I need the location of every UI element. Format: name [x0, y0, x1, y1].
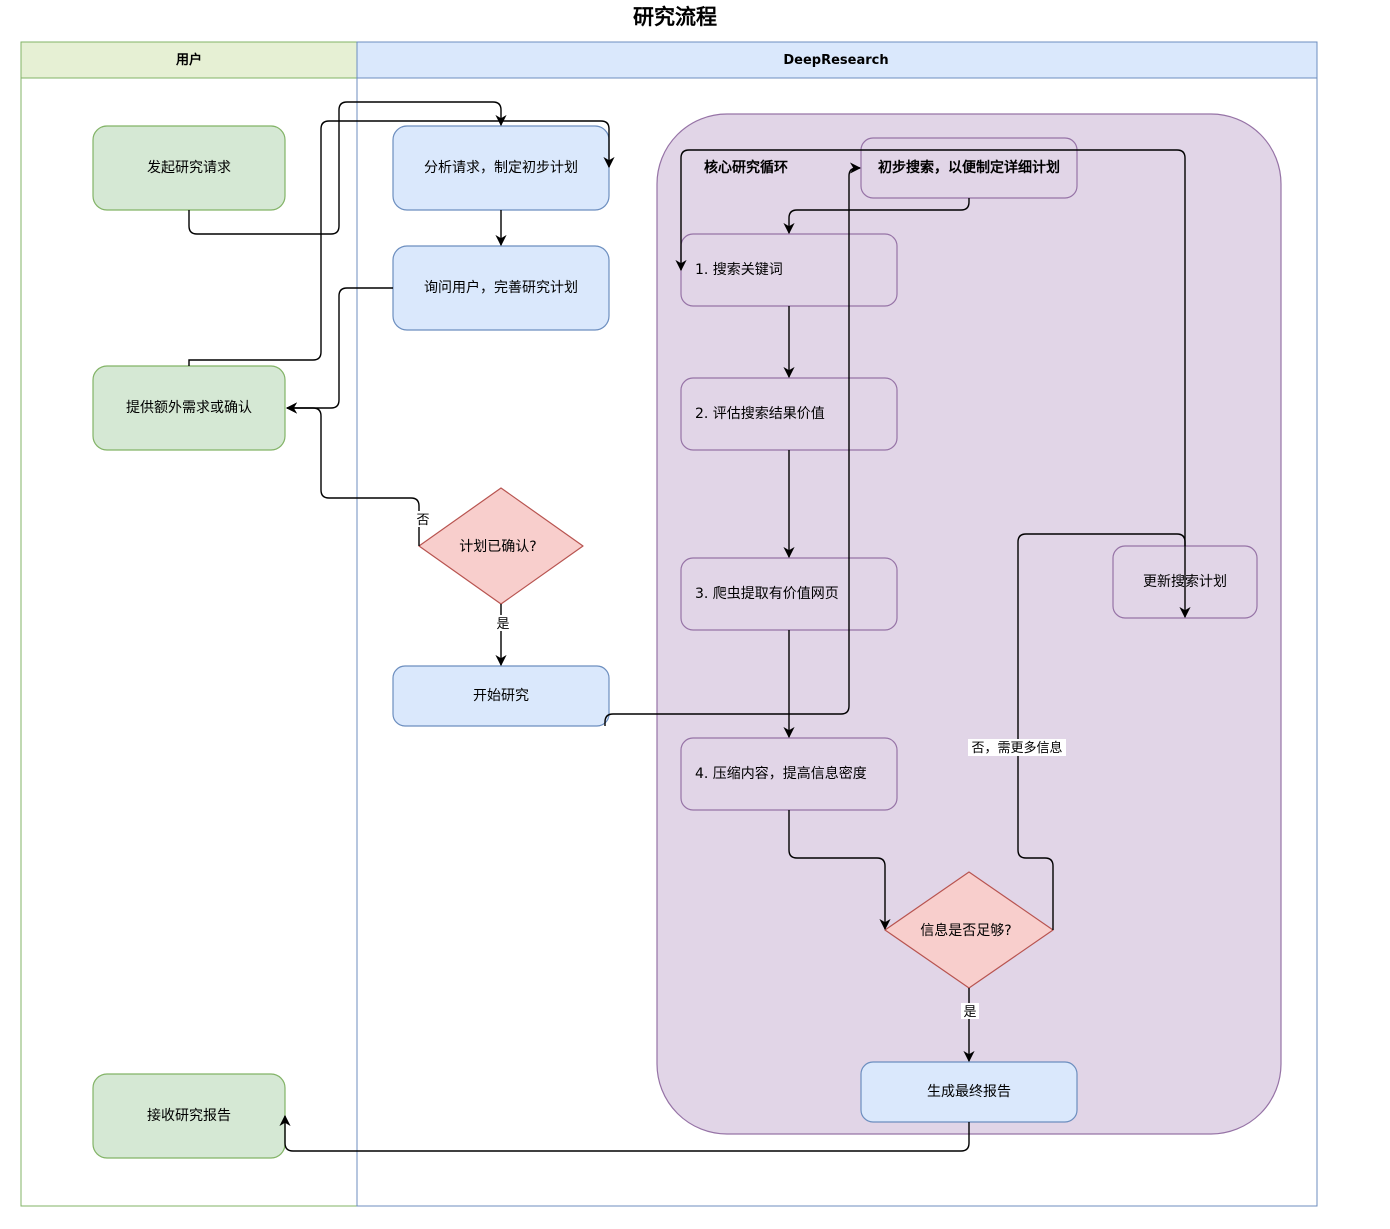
node-plan-confirmed[interactable]: 计划已确认? — [418, 487, 584, 605]
edge-start-to-initial — [604, 162, 862, 726]
edge-label-no: 否 — [414, 511, 432, 528]
node-initial-search-label: 初步搜索，以便制定详细计划 — [878, 159, 1060, 176]
edge-start-to-analyze — [188, 101, 507, 235]
edge-no-to-extra — [285, 402, 420, 546]
node-final-report[interactable]: 生成最终报告 — [860, 1061, 1078, 1123]
node-step1-label: 1. 搜索关键词 — [695, 261, 783, 278]
node-initial-search[interactable]: 初步搜索，以便制定详细计划 — [860, 137, 1078, 199]
node-step4[interactable]: 4. 压缩内容，提高信息密度 — [680, 737, 898, 811]
diagram-title: 研究流程 — [633, 5, 717, 29]
svg-text:否，需更多信息: 否，需更多信息 — [971, 740, 1062, 756]
node-receive-report[interactable]: 接收研究报告 — [92, 1073, 286, 1159]
node-enough-info-label: 信息是否足够? — [920, 922, 1011, 939]
node-plan-confirmed-label: 计划已确认? — [459, 539, 536, 555]
node-step3-label: 3. 爬虫提取有价值网页 — [695, 586, 839, 602]
edge-final-to-receive — [279, 1114, 970, 1152]
node-step3[interactable]: 3. 爬虫提取有价值网页 — [680, 557, 898, 631]
node-analyze[interactable]: 分析请求，制定初步计划 — [392, 125, 610, 211]
edge-step4-to-enough — [788, 810, 891, 931]
edge-initial-to-step1 — [783, 198, 970, 235]
node-start-research[interactable]: 开始研究 — [392, 665, 610, 727]
core-loop-label: 核心研究循环 — [704, 159, 788, 176]
lane-user: 用户 — [20, 41, 358, 1207]
node-provide-extra-label: 提供额外需求或确认 — [126, 400, 252, 416]
node-analyze-label: 分析请求，制定初步计划 — [424, 159, 578, 176]
node-start-request[interactable]: 发起研究请求 — [92, 125, 286, 211]
node-step4-label: 4. 压缩内容，提高信息密度 — [695, 765, 867, 782]
node-enough-info[interactable]: 信息是否足够? — [884, 871, 1054, 989]
node-start-research-label: 开始研究 — [473, 688, 529, 704]
edge-enough-no-to-update — [1017, 533, 1191, 930]
edge-update-to-step1 — [675, 149, 1186, 546]
svg-text:否: 否 — [416, 513, 429, 528]
edge-extra-to-analyze — [188, 120, 615, 366]
node-step2[interactable]: 2. 评估搜索结果价值 — [680, 377, 898, 451]
core-loop-container: 核心研究循环 — [656, 113, 1282, 1135]
svg-text:是: 是 — [496, 617, 509, 632]
node-receive-report-label: 接收研究报告 — [147, 1107, 231, 1124]
node-ask-user-label: 询问用户，完善研究计划 — [424, 279, 578, 296]
lane-deepresearch-label: DeepResearch — [783, 53, 888, 68]
node-final-report-label: 生成最终报告 — [927, 1084, 1011, 1100]
node-provide-extra[interactable]: 提供额外需求或确认 — [92, 365, 286, 451]
edge-label-yes-final: 是 — [961, 1003, 979, 1020]
node-step2-label: 2. 评估搜索结果价值 — [695, 405, 825, 422]
lane-user-label: 用户 — [175, 52, 202, 68]
edges — [188, 101, 1191, 1152]
svg-text:是: 是 — [963, 1005, 976, 1020]
node-step1[interactable]: 1. 搜索关键词 — [680, 233, 898, 307]
node-ask-user[interactable]: 询问用户，完善研究计划 — [392, 245, 610, 331]
edge-ask-to-extra — [285, 287, 393, 414]
edge-label-no-more-info: 否，需更多信息 — [968, 739, 1066, 756]
node-start-request-label: 发起研究请求 — [147, 160, 231, 176]
edge-label-yes: 是 — [494, 615, 512, 632]
